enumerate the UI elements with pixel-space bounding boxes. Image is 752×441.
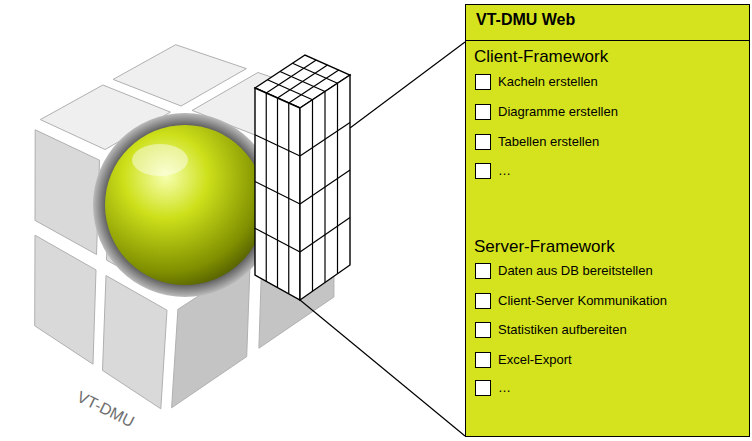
checkbox [475, 263, 491, 279]
grid-line [337, 83, 338, 274]
block-face [35, 235, 96, 364]
grid-line [288, 103, 289, 294]
checklist-item: Kacheln erstellen [498, 74, 598, 90]
checkbox [475, 104, 491, 120]
sphere-highlight [132, 144, 188, 176]
checklist-item: Diagramme erstellen [498, 104, 618, 120]
sphere [105, 125, 265, 285]
grid-line [293, 63, 338, 83]
framework-panel: Client-FrameworkServer-Framework Kacheln … [465, 40, 750, 437]
checklist-item: Statistiken aufbereiten [498, 322, 627, 338]
block-face [300, 75, 350, 300]
grid-line [300, 170, 350, 204]
checklist-item: Client-Server Kommunikation [498, 293, 667, 309]
checklist-item: Tabellen erstellen [498, 134, 599, 150]
grid-line [255, 182, 300, 205]
grid-line [255, 228, 300, 252]
sphere-socket [93, 113, 277, 297]
checkbox [475, 134, 491, 150]
checkbox [475, 163, 491, 179]
checklist-item: Daten aus DB bereitstellen [498, 263, 653, 279]
block-face [103, 276, 168, 409]
section-heading: Client-Framework [474, 47, 608, 67]
leader-line [350, 42, 465, 128]
section-heading: Server-Framework [474, 237, 615, 257]
leader-line [300, 300, 465, 436]
checklist-item: … [498, 163, 511, 179]
checklist-item: … [498, 380, 511, 396]
grid-line [278, 65, 328, 98]
checklist-item: Excel-Export [498, 352, 572, 368]
checkbox [475, 74, 491, 90]
checkbox [475, 322, 491, 338]
grid-line [300, 218, 350, 253]
checkbox [475, 380, 491, 396]
grid-cube [255, 55, 350, 300]
cube-label: VT-DMU [74, 388, 137, 431]
checkbox [475, 293, 491, 309]
block-face [35, 130, 100, 255]
checkbox [475, 352, 491, 368]
title-band: VT-DMU Web [465, 4, 750, 41]
title-text: VT-DMU Web [476, 11, 739, 29]
block-face [255, 88, 300, 300]
